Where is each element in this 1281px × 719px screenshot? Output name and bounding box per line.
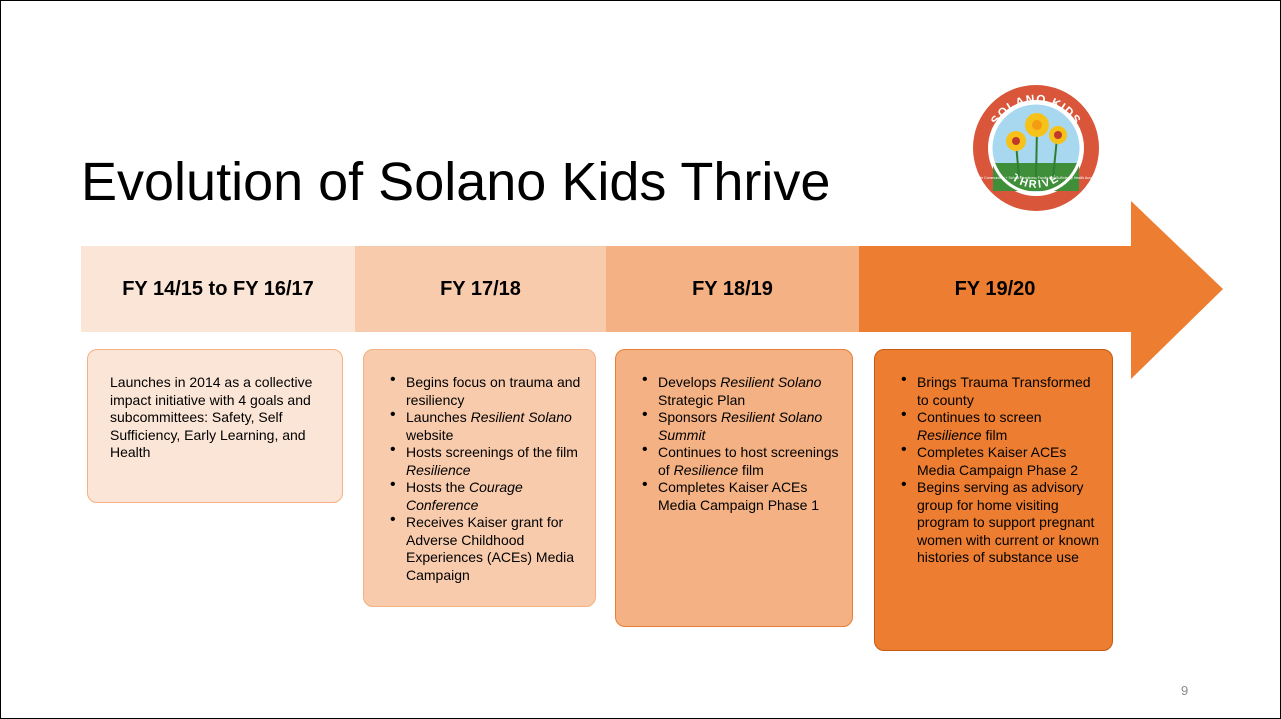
timeline-label-fy19-20: FY 19/20	[954, 277, 1036, 300]
list-item: Hosts screenings of the film Resilience	[390, 441, 587, 479]
box-fy19-20-list: Brings Trauma Transformed to county Cont…	[897, 371, 1104, 567]
box-fy18-19: Develops Resilient Solano Strategic Plan…	[615, 349, 853, 627]
list-item: Completes Kaiser ACEs Media Campaign Pha…	[901, 441, 1104, 479]
list-item: Continues to screen Resilience film	[901, 406, 1104, 444]
box-fy17-18-list: Begins focus on trauma and resiliency La…	[386, 371, 587, 584]
list-item: Sponsors Resilient Solano Summit	[642, 406, 844, 444]
list-item: Begins serving as advisory group for hom…	[901, 476, 1104, 567]
logo-bottom-text: THRIVE	[1010, 172, 1060, 191]
flower-icon	[1006, 113, 1067, 151]
svg-text:THRIVE: THRIVE	[1010, 172, 1062, 191]
arrow-head	[1131, 201, 1223, 379]
list-item: Hosts the Courage Conference	[390, 476, 587, 514]
list-item: Develops Resilient Solano Strategic Plan	[642, 371, 844, 409]
timeline-label-fy14-17: FY 14/15 to FY 16/17	[122, 277, 314, 300]
box-fy17-18: Begins focus on trauma and resiliency La…	[363, 349, 596, 607]
box-fy14-17-text: Launches in 2014 as a collective impact …	[110, 374, 313, 460]
slide-title: Evolution of Solano Kids Thrive	[81, 152, 831, 212]
timeline-label-fy18-19: FY 18/19	[692, 277, 773, 300]
box-fy19-20: Brings Trauma Transformed to county Cont…	[874, 349, 1113, 651]
logo-inner-text: Safe Communities + School Readiness Fami…	[976, 176, 1096, 180]
timeline-label-fy17-18: FY 17/18	[440, 277, 521, 300]
list-item: Launches Resilient Solano website	[390, 406, 587, 444]
list-item: Receives Kaiser grant for Adverse Childh…	[390, 511, 587, 584]
box-fy14-17: Launches in 2014 as a collective impact …	[87, 349, 343, 503]
list-item: Continues to host screenings of Resilien…	[642, 441, 844, 479]
box-fy18-19-list: Develops Resilient Solano Strategic Plan…	[638, 371, 844, 514]
list-item: Completes Kaiser ACEs Media Campaign Pha…	[642, 476, 844, 514]
solano-kids-thrive-logo: SOLANO KIDS THRIVE Safe Communities + Sc…	[973, 85, 1099, 211]
list-item: Brings Trauma Transformed to county	[901, 371, 1104, 409]
list-item: Begins focus on trauma and resiliency	[390, 371, 587, 409]
page-number: 9	[1181, 683, 1189, 698]
